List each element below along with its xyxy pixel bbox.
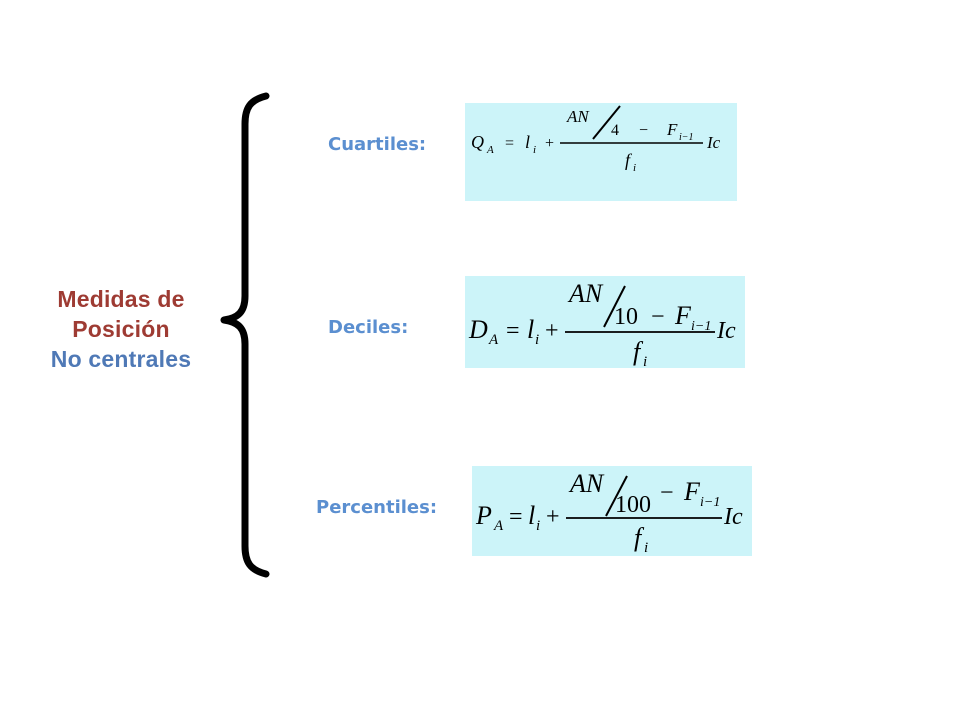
d-equals: = xyxy=(506,318,520,344)
p-denominator-subscript: i xyxy=(644,540,648,556)
p-ic: Ic xyxy=(723,504,743,530)
curly-brace-path xyxy=(220,92,270,578)
title-line-2: No centrales xyxy=(50,346,192,372)
formula-deciles-bg xyxy=(465,276,745,368)
q-numerator-divisor: 4 xyxy=(611,122,619,139)
q-l-subscript: i xyxy=(533,144,536,156)
d-slash xyxy=(603,285,626,328)
label-deciles: Deciles: xyxy=(328,317,409,338)
p-minus: − xyxy=(660,480,674,506)
d-f-cum-subscript: i−1 xyxy=(691,319,711,334)
q-slash xyxy=(592,105,621,140)
d-ic: Ic xyxy=(716,318,736,344)
p-equals: = xyxy=(509,504,523,530)
formula-percentiles: P A = l i + AN 100 − F i−1 f i Ic xyxy=(472,466,752,556)
q-symbol: Q xyxy=(471,132,484,152)
d-plus: + xyxy=(545,318,559,344)
q-numerator-an: AN xyxy=(566,107,590,126)
formula-cuartiles-svg: Q A = l i + AN 4 − F i−1 f i Ic xyxy=(465,103,737,201)
p-l-subscript: i xyxy=(536,518,540,534)
d-denominator-f: f xyxy=(633,337,644,366)
p-plus: + xyxy=(546,504,560,530)
d-numerator-an: AN xyxy=(567,279,604,308)
formula-cuartiles-bg xyxy=(465,103,737,201)
p-denominator-f: f xyxy=(634,523,645,552)
d-denominator-subscript: i xyxy=(643,354,647,368)
p-numerator-divisor: 100 xyxy=(615,492,651,518)
d-subscript: A xyxy=(488,332,499,348)
q-denominator-f: f xyxy=(625,150,633,170)
q-plus: + xyxy=(545,135,554,152)
title-line-1: Medidas de Posición xyxy=(57,286,185,342)
p-slash xyxy=(605,475,628,517)
d-l-subscript: i xyxy=(535,332,539,348)
p-l-symbol: l xyxy=(528,501,535,530)
d-minus: − xyxy=(651,304,665,330)
diagram-title: Medidas de Posición No centrales xyxy=(10,284,232,374)
q-minus: − xyxy=(639,122,648,139)
q-equals: = xyxy=(505,135,514,152)
d-f-cum-symbol: F xyxy=(674,301,692,330)
formula-deciles-svg: D A = l i + AN 10 − F i−1 f i Ic xyxy=(465,276,745,368)
d-symbol: D xyxy=(468,315,488,344)
formula-percentiles-bg xyxy=(472,466,752,556)
p-symbol: P xyxy=(475,501,492,530)
d-numerator-divisor: 10 xyxy=(614,304,638,330)
p-f-cum-subscript: i−1 xyxy=(700,495,720,510)
q-f-cum-subscript: i−1 xyxy=(679,132,694,143)
label-percentiles: Percentiles: xyxy=(316,497,438,518)
q-subscript: A xyxy=(486,144,494,156)
formula-percentiles-svg: P A = l i + AN 100 − F i−1 f i Ic xyxy=(472,466,752,556)
label-cuartiles: Cuartiles: xyxy=(328,134,427,155)
formula-deciles: D A = l i + AN 10 − F i−1 f i Ic xyxy=(465,276,745,368)
formula-cuartiles: Q A = l i + AN 4 − F i−1 f i Ic xyxy=(465,103,737,201)
q-ic: Ic xyxy=(706,133,721,152)
p-subscript: A xyxy=(493,518,504,534)
d-l-symbol: l xyxy=(527,315,534,344)
q-denominator-subscript: i xyxy=(633,162,636,174)
p-f-cum-symbol: F xyxy=(683,477,701,506)
q-f-cum-symbol: F xyxy=(666,120,678,139)
p-numerator-an: AN xyxy=(568,469,605,498)
q-l-symbol: l xyxy=(525,132,530,152)
